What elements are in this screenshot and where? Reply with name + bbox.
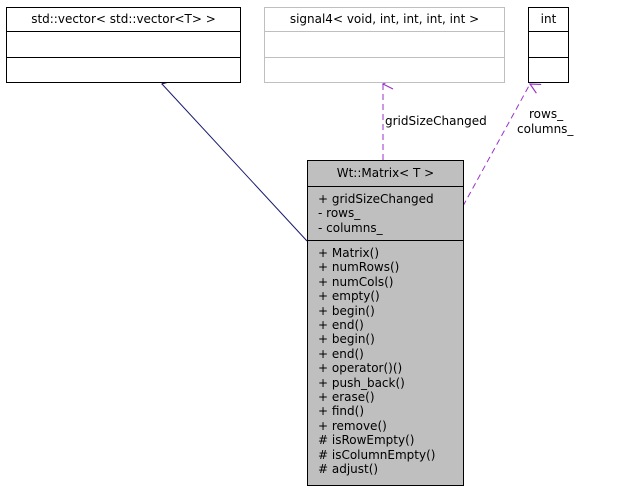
method-is-column-empty[interactable]: # isColumnEmpty() xyxy=(318,447,436,462)
int-methods-section xyxy=(529,58,568,82)
int-class-title: int xyxy=(529,8,568,32)
int-attributes-section xyxy=(529,32,568,58)
method-is-row-empty[interactable]: # isRowEmpty() xyxy=(318,433,415,448)
int-class-box[interactable]: int xyxy=(528,7,569,83)
method-remove[interactable]: + remove() xyxy=(318,418,387,433)
inheritance-edge xyxy=(162,84,308,242)
method-empty[interactable]: + empty() xyxy=(318,289,380,304)
signal-attributes-section xyxy=(265,32,504,58)
vector-class-title: std::vector< std::vector<T> > xyxy=(7,8,240,32)
method-num-cols[interactable]: + numCols() xyxy=(318,274,394,289)
matrix-class-box[interactable]: Wt::Matrix< T > + gridSizeChanged - rows… xyxy=(307,160,464,486)
attribute-columns[interactable]: - columns_ xyxy=(318,220,383,235)
vector-methods-section xyxy=(7,58,240,82)
attribute-rows[interactable]: - rows_ xyxy=(318,206,361,221)
usage-edge-rows-columns xyxy=(462,84,530,207)
method-begin[interactable]: + begin() xyxy=(318,303,375,318)
edge-label-grid-size-changed: gridSizeChanged xyxy=(385,114,487,128)
signal-class-box[interactable]: signal4< void, int, int, int, int > xyxy=(264,7,505,83)
method-end[interactable]: + end() xyxy=(318,318,364,333)
matrix-attributes-section: + gridSizeChanged - rows_ - columns_ xyxy=(308,187,463,241)
signal-class-title: signal4< void, int, int, int, int > xyxy=(265,8,504,32)
method-operator-call[interactable]: + operator()() xyxy=(318,361,403,376)
signal-methods-section xyxy=(265,58,504,82)
vector-class-box[interactable]: std::vector< std::vector<T> > xyxy=(6,7,241,83)
edge-label-rows: rows_ xyxy=(529,107,564,121)
method-begin-const[interactable]: + begin() xyxy=(318,332,375,347)
matrix-methods-section: + Matrix() + numRows() + numCols() + emp… xyxy=(308,241,463,477)
method-matrix[interactable]: + Matrix() xyxy=(318,246,380,260)
vector-attributes-section xyxy=(7,32,240,58)
method-find[interactable]: + find() xyxy=(318,404,365,419)
method-adjust[interactable]: # adjust() xyxy=(318,462,379,477)
method-num-rows[interactable]: + numRows() xyxy=(318,260,400,275)
method-end-const[interactable]: + end() xyxy=(318,346,364,361)
matrix-class-title: Wt::Matrix< T > xyxy=(308,161,463,187)
edge-label-columns: columns_ xyxy=(517,122,574,136)
attribute-grid-size-changed[interactable]: + gridSizeChanged xyxy=(318,192,434,206)
method-erase[interactable]: + erase() xyxy=(318,390,375,405)
method-push-back[interactable]: + push_back() xyxy=(318,375,405,390)
